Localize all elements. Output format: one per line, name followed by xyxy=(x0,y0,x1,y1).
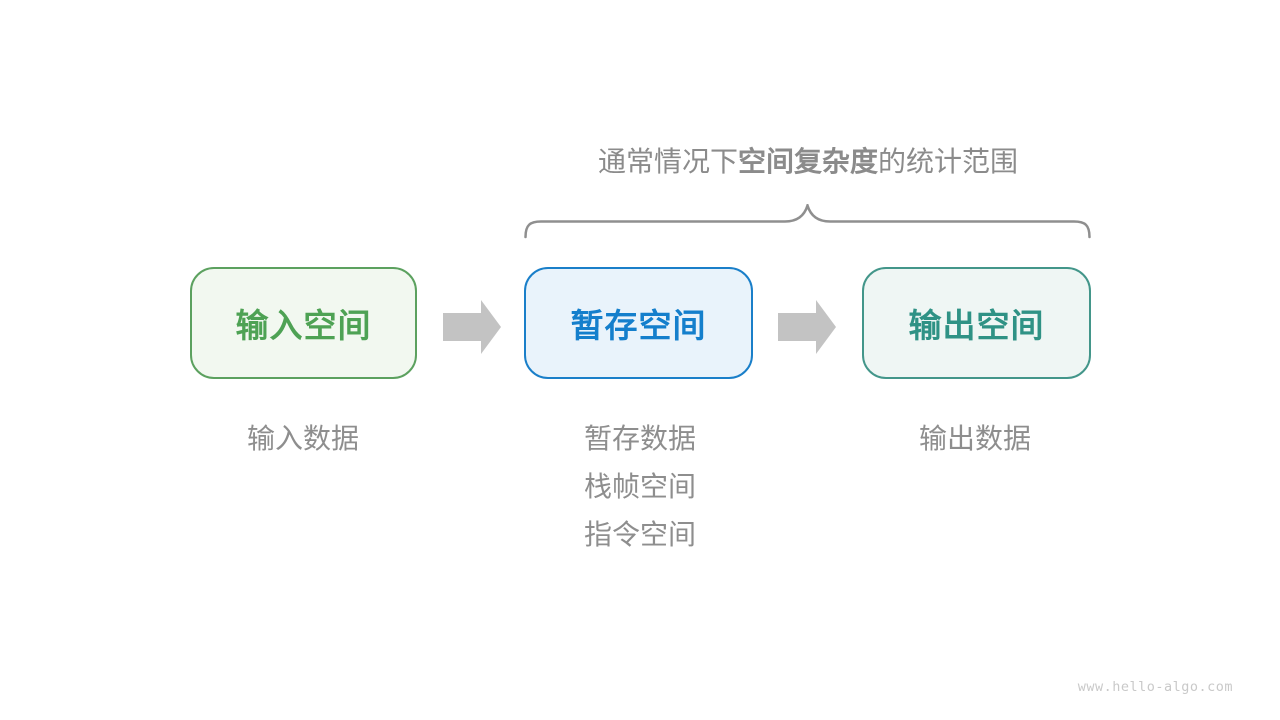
curly-brace-icon xyxy=(524,204,1091,239)
arrow-right-icon xyxy=(443,300,501,354)
caption-instruction-space: 指令空间 xyxy=(583,519,697,550)
box-output-space: 输出空间 xyxy=(862,267,1091,379)
arrow-right-icon xyxy=(778,300,836,354)
caption-input-data: 输入数据 xyxy=(246,423,360,454)
box-output-space-label: 输出空间 xyxy=(908,307,1045,344)
title-suffix: 的统计范围 xyxy=(878,146,1019,177)
box-temp-space-label: 暂存空间 xyxy=(570,307,707,344)
box-temp-space: 暂存空间 xyxy=(524,267,753,379)
caption-output-data: 输出数据 xyxy=(918,423,1032,454)
title-prefix: 通常情况下 xyxy=(597,146,738,177)
watermark: www.hello-algo.com xyxy=(1077,679,1233,695)
caption-stack-frame-space: 栈帧空间 xyxy=(583,471,697,502)
box-input-space: 输入空间 xyxy=(190,267,417,379)
caption-temp-data: 暂存数据 xyxy=(583,423,697,454)
title-bold-term: 空间复杂度 xyxy=(737,146,879,177)
diagram-title: 通常情况下空间复杂度的统计范围 xyxy=(598,146,1018,178)
box-input-space-label: 输入空间 xyxy=(235,307,372,344)
